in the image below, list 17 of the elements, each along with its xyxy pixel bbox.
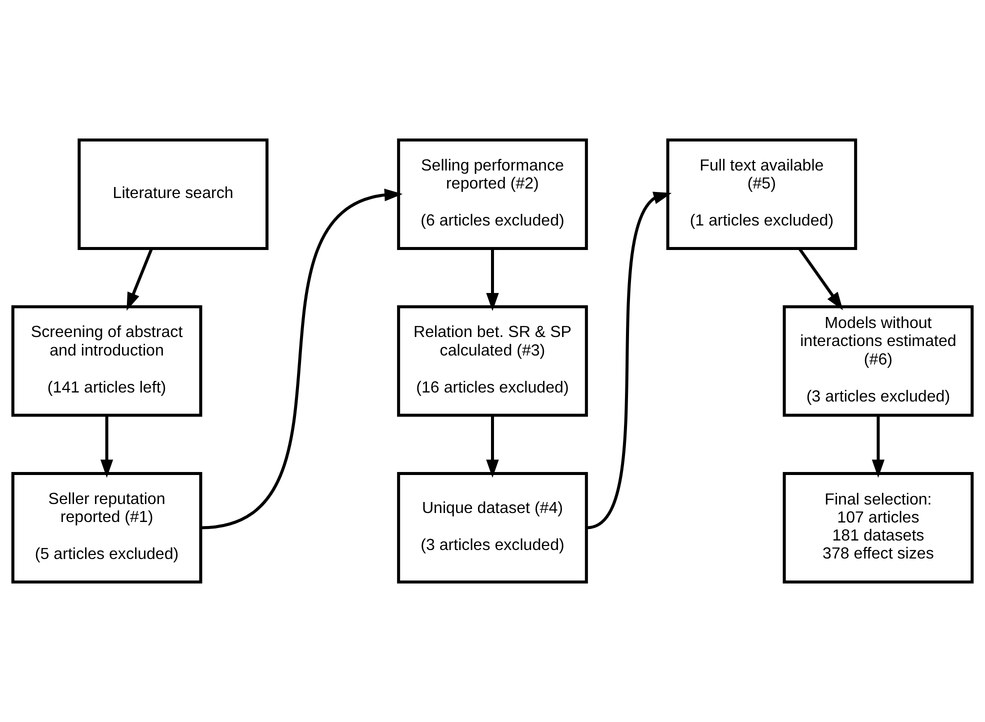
arrow [872, 416, 885, 478]
node-box: Final selection: 107 articles 181 datasets 378 effect sizes [782, 472, 974, 584]
arrow [586, 192, 672, 530]
node-box: Full text available (#5) (1 articles excluded) [666, 138, 858, 250]
node-box: Unique dataset (#4) (3 articles excluded) [397, 472, 588, 584]
node-box: Screening of abstract and introduction (141 articles left) [11, 305, 202, 417]
arrow [486, 416, 499, 478]
arrow [100, 416, 114, 478]
arrow [486, 248, 499, 312]
node-box: Seller reputation reported (#1) (5 articles excluded) [11, 472, 202, 584]
node-box: Literature search [78, 138, 268, 250]
node-box: Models without interactions estimated (#6) (3 articles excluded) [782, 305, 974, 417]
arrow [126, 248, 153, 311]
node-box: Selling performance reported (#2) (6 articles excluded) [397, 138, 588, 250]
arrow [798, 248, 843, 310]
arrow [200, 188, 403, 530]
node-box: Relation bet. SR & SP calculated (#3) (16 articles excluded) [397, 305, 588, 417]
